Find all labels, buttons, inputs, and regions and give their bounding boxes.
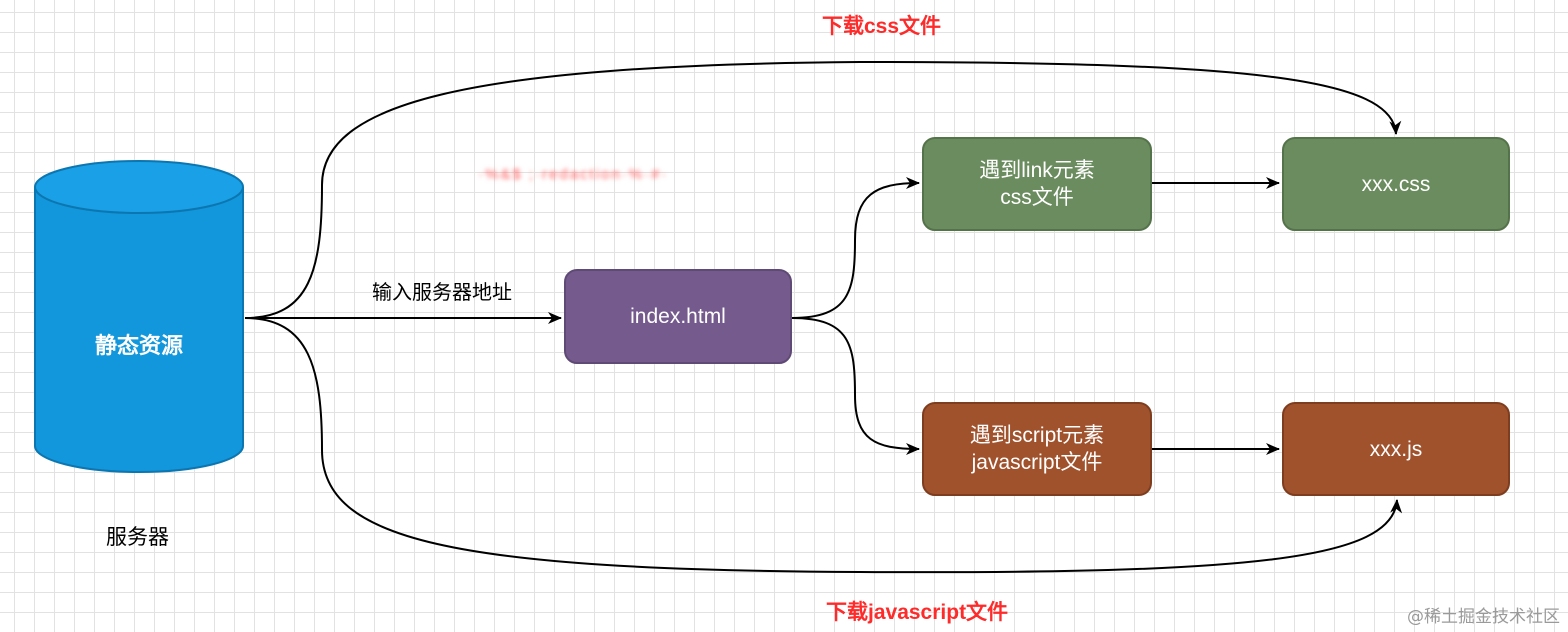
download-css-label: 下载css文件 — [822, 15, 942, 38]
edge-db-to-css-download — [244, 60, 1402, 319]
css-file-node: xxx.css — [1282, 137, 1510, 231]
watermark-text: @稀土掘金技术社区 — [1407, 607, 1560, 627]
js-file-label: xxx.js — [1369, 437, 1423, 461]
server-caption: 服务器 — [106, 526, 169, 549]
script-element-line1: 遇到script元素 — [969, 424, 1105, 447]
link-element-line1: 遇到link元素 — [979, 159, 1095, 182]
index-html-node: index.html — [564, 269, 792, 364]
edge-index-to-link — [791, 177, 920, 319]
download-js-label: 下载javascript文件 — [826, 601, 1009, 624]
edge-db-to-js-download — [244, 317, 1403, 574]
link-element-line2: css文件 — [1000, 186, 1074, 209]
script-element-node: 遇到script元素 javascript文件 — [922, 402, 1152, 496]
redacted-text: ·%&$ ;·redaction·%·#· — [478, 166, 669, 183]
script-element-line2: javascript文件 — [971, 451, 1103, 474]
database-label: 静态资源 — [94, 333, 183, 358]
edge-index-to-script — [791, 317, 920, 455]
link-element-node: 遇到link元素 css文件 — [922, 137, 1152, 231]
database-cylinder — [34, 160, 244, 473]
js-file-node: xxx.js — [1282, 402, 1510, 496]
index-html-label: index.html — [630, 305, 726, 328]
input-address-label: 输入服务器地址 — [372, 282, 512, 304]
css-file-label: xxx.css — [1361, 172, 1431, 196]
